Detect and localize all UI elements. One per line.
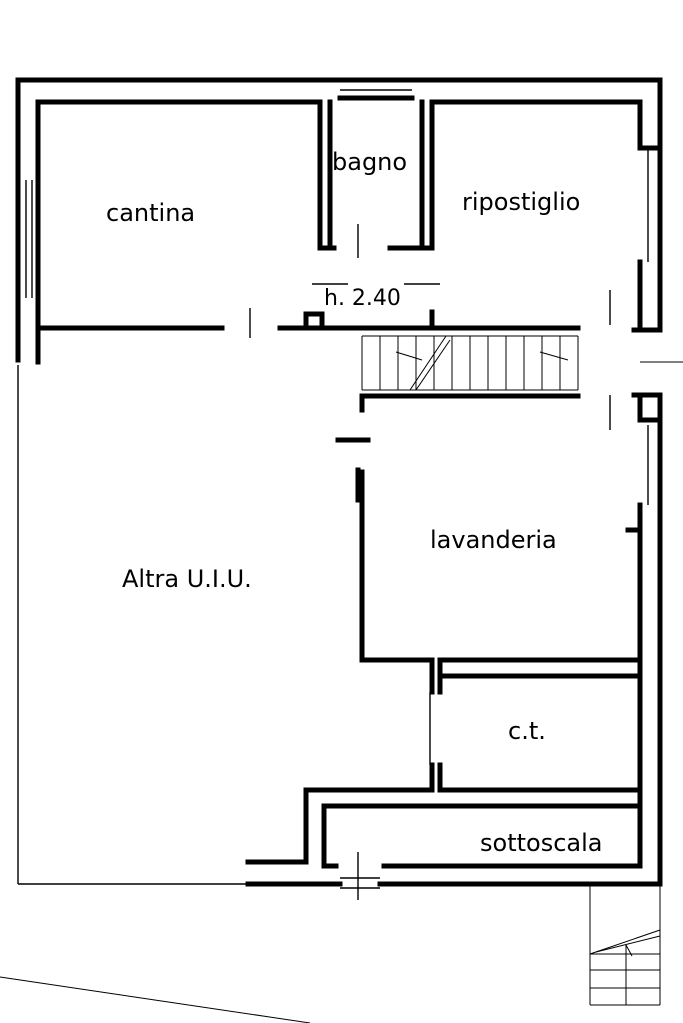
label-height: h. 2.40: [324, 286, 401, 311]
label-altra-uiu: Altra U.I.U.: [122, 565, 252, 593]
label-ct: c.t.: [508, 717, 546, 745]
interior-walls: [35, 99, 643, 900]
label-ripostiglio: ripostiglio: [462, 188, 580, 216]
label-bagno: bagno: [332, 148, 407, 176]
label-cantina: cantina: [106, 199, 195, 227]
altra-uiu-boundary: [17, 365, 248, 885]
label-sottoscala: sottoscala: [480, 829, 602, 857]
staircase-exterior: [589, 884, 661, 1006]
site-lines: [0, 361, 683, 1023]
outer-walls: [15, 77, 663, 889]
staircase-central: [361, 335, 579, 391]
label-lavanderia: lavanderia: [430, 526, 557, 554]
